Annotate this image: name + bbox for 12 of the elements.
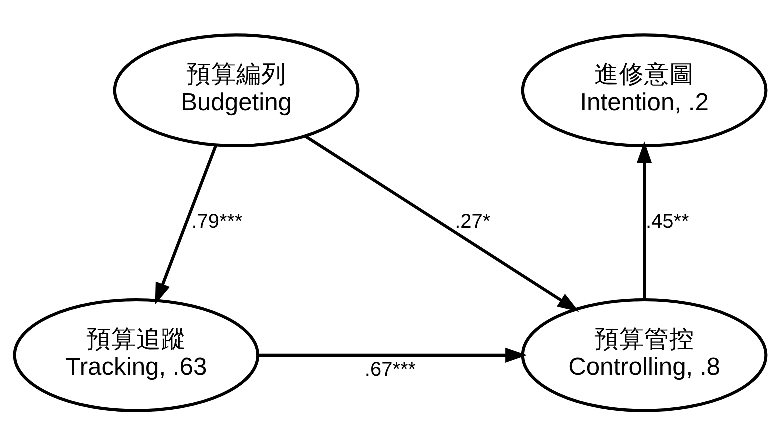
arrow (155, 144, 218, 304)
node-ellipse: 預算編列 Budgeting (113, 33, 360, 148)
node-ellipse: 預算管控 Controlling, .8 (521, 298, 768, 412)
edge-label: .67*** (364, 358, 416, 381)
arrow (636, 141, 652, 300)
node-ellipse: 進修意圖 Intention, .2 (521, 33, 768, 148)
edge-label: .79*** (192, 210, 243, 233)
arrow (258, 347, 528, 362)
arrow (304, 134, 580, 312)
node-ellipse: 預算追蹤 Tracking, .63 (13, 298, 260, 412)
edge-label: .27* (455, 210, 491, 233)
edge-label: .45** (646, 210, 690, 233)
